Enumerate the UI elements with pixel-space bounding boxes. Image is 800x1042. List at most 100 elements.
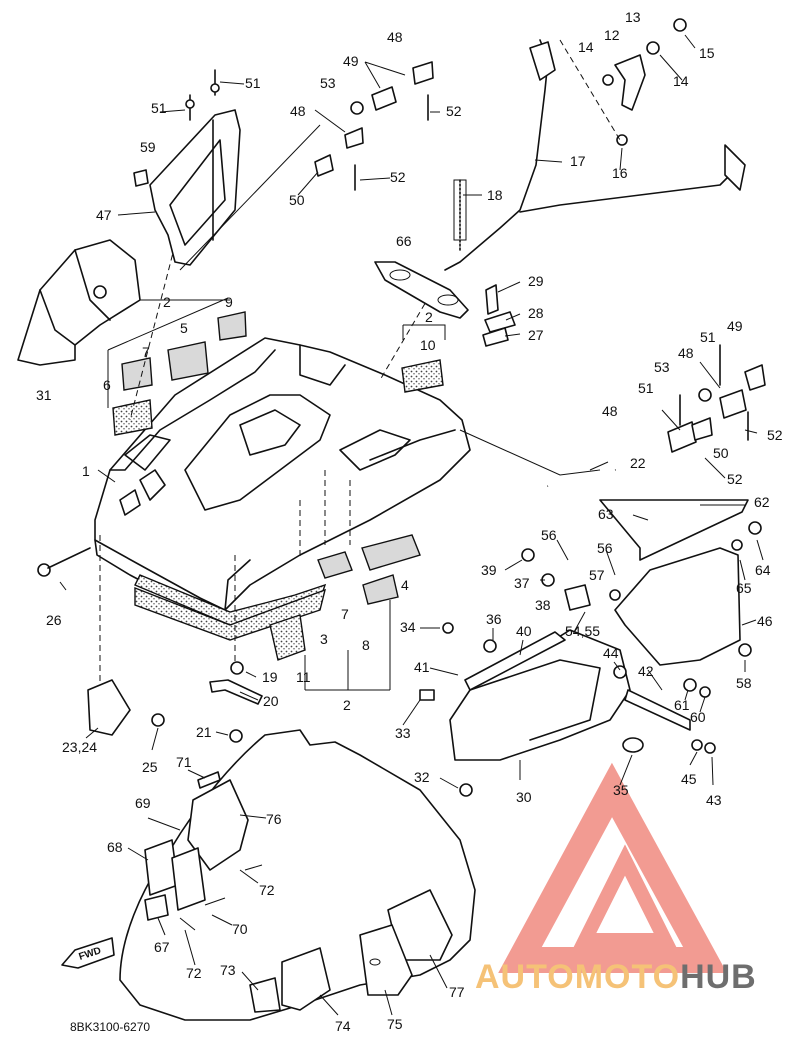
callout-75: 75 — [387, 1016, 403, 1032]
callout-1: 1 — [82, 463, 90, 479]
callout-47: 47 — [96, 207, 112, 223]
callout-10: 10 — [420, 337, 436, 353]
watermark-text-a: AUTOMOTOHUB — [475, 958, 757, 996]
callout-48: 48 — [678, 345, 694, 361]
callout-36: 36 — [486, 611, 502, 627]
callout-52: 52 — [390, 169, 406, 185]
callout-33: 33 — [395, 725, 411, 741]
callout-52: 52 — [727, 471, 743, 487]
callout-19: 19 — [262, 669, 278, 685]
part-66 — [374, 261, 469, 319]
callout-53: 53 — [320, 75, 336, 91]
callout-23-24: 23,24 — [62, 739, 97, 755]
callout-68: 68 — [107, 839, 123, 855]
callout-45: 45 — [681, 771, 697, 787]
callout-12: 12 — [604, 27, 620, 43]
callout-labels: 1 2 2 2 3 4 5 6 7 7 8 9 10 11 12 13 14 1… — [36, 9, 783, 1034]
callout-76: 76 — [266, 811, 282, 827]
callout-13: 13 — [625, 9, 641, 25]
callout-59: 59 — [140, 139, 156, 155]
parts-27-29 — [482, 284, 516, 347]
callout-18: 18 — [487, 187, 503, 203]
callout-35: 35 — [613, 782, 629, 798]
callout-2: 2 — [343, 697, 351, 713]
callout-56: 56 — [541, 527, 557, 543]
callout-21: 21 — [196, 724, 212, 740]
callout-48: 48 — [290, 103, 306, 119]
callout-50: 50 — [289, 192, 305, 208]
lower-cowling — [119, 729, 476, 1021]
callout-49: 49 — [727, 318, 743, 334]
hood-insulator — [112, 311, 444, 661]
callout-56: 56 — [597, 540, 613, 556]
callout-63: 63 — [598, 506, 614, 522]
callout-38: 38 — [535, 597, 551, 613]
part-31 — [17, 239, 141, 366]
callout-9: 9 — [225, 294, 233, 310]
callout-11: 11 — [296, 669, 311, 685]
callout-61: 61 — [674, 697, 690, 713]
callout-50: 50 — [713, 445, 729, 461]
callout-70: 70 — [232, 921, 248, 937]
callout-2: 2 — [425, 309, 433, 325]
callout-57: 57 — [589, 567, 605, 583]
callout-51: 51 — [151, 100, 167, 116]
callout-54-55: 54,55 — [565, 623, 600, 639]
watermark-logo: AUTOMOTOHUB — [475, 762, 757, 996]
callout-16: 16 — [612, 165, 628, 181]
callout-51: 51 — [245, 75, 261, 91]
callout-72: 72 — [186, 965, 202, 981]
part-30 — [449, 629, 691, 761]
callout-66: 66 — [396, 233, 412, 249]
part-23-24 — [87, 679, 131, 736]
callout-25: 25 — [142, 759, 158, 775]
callout-27: 27 — [528, 327, 544, 343]
callout-3: 3 — [320, 631, 328, 647]
callout-62: 62 — [754, 494, 770, 510]
callout-15: 15 — [699, 45, 715, 61]
callout-4: 4 — [401, 577, 409, 593]
callout-60: 60 — [690, 709, 706, 725]
callout-72: 72 — [259, 882, 275, 898]
callout-44: 44 — [603, 645, 619, 661]
callout-74: 74 — [335, 1018, 351, 1034]
callout-14: 14 — [673, 73, 689, 89]
catalog-code: 8BK3100-6270 — [70, 1020, 150, 1034]
callout-26: 26 — [46, 612, 62, 628]
callout-40: 40 — [516, 623, 532, 639]
callout-22: 22 — [630, 455, 646, 471]
callout-48: 48 — [602, 403, 618, 419]
callout-37: 37 — [514, 575, 530, 591]
callout-71: 71 — [176, 754, 192, 770]
callout-6: 6 — [103, 377, 111, 393]
callout-73: 73 — [220, 962, 236, 978]
callout-7: 7 — [341, 606, 349, 622]
callout-34: 34 — [400, 619, 416, 635]
group-brackets — [99, 244, 601, 691]
cable-assembly — [444, 18, 746, 271]
callout-65: 65 — [736, 580, 752, 596]
callout-14: 14 — [578, 39, 594, 55]
callout-69: 69 — [135, 795, 151, 811]
callout-48: 48 — [387, 29, 403, 45]
callout-39: 39 — [481, 562, 497, 578]
callout-58: 58 — [736, 675, 752, 691]
callout-53: 53 — [654, 359, 670, 375]
callout-32: 32 — [414, 769, 430, 785]
fasteners — [37, 521, 762, 797]
callout-42: 42 — [638, 663, 654, 679]
fwd-arrow: FWD — [61, 937, 115, 969]
callout-43: 43 — [706, 792, 722, 808]
right-clips — [667, 344, 766, 453]
callout-52: 52 — [767, 427, 783, 443]
callout-30: 30 — [516, 789, 532, 805]
callout-20: 20 — [263, 693, 279, 709]
callout-41: 41 — [414, 659, 430, 675]
callout-28: 28 — [528, 305, 544, 321]
callout-8: 8 — [362, 637, 370, 653]
callout-52: 52 — [446, 103, 462, 119]
callout-49: 49 — [343, 53, 359, 69]
callout-77: 77 — [449, 984, 465, 1000]
callout-67: 67 — [154, 939, 170, 955]
